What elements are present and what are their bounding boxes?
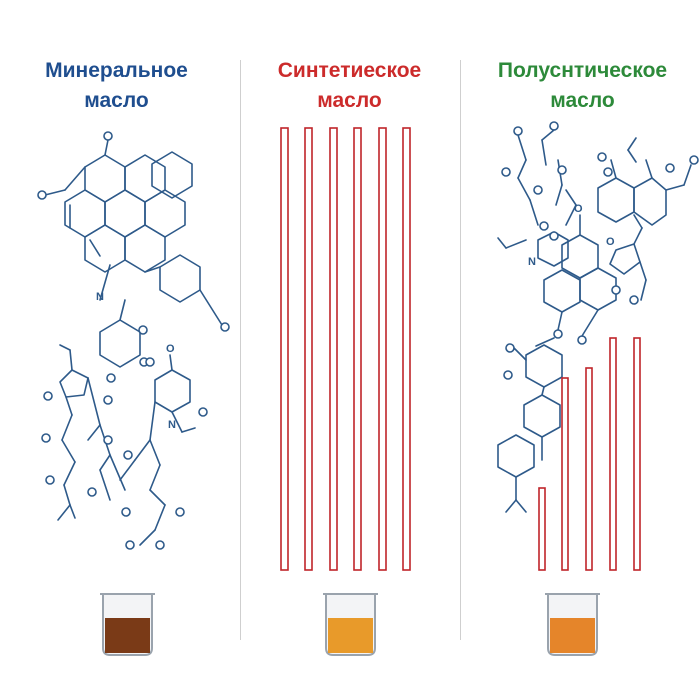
- beaker-synthetic: [323, 593, 378, 656]
- title-line1-mineral: Минеральное: [45, 59, 188, 82]
- mineral-molecule-icon: N O N: [37, 131, 230, 550]
- svg-text:N: N: [96, 291, 104, 303]
- svg-text:O: O: [574, 203, 583, 215]
- svg-text:O: O: [606, 236, 615, 248]
- panel-semi-synthetic-oil: Полуснтическое масло: [466, 0, 699, 700]
- beaker-icon: [100, 593, 155, 656]
- title-line1-synthetic: Синтетиеское: [277, 59, 422, 82]
- beaker-semi: [545, 593, 600, 656]
- divider-left: [240, 60, 241, 640]
- title-line2-semi: масло: [550, 89, 615, 112]
- title-line2-mineral: масло: [84, 89, 149, 112]
- title-line1-semi: Полуснтическое: [497, 59, 668, 82]
- divider-right: [460, 60, 461, 640]
- panel-title-synthetic: Синтетиеское масло: [233, 56, 466, 116]
- beaker-mineral: [100, 593, 155, 656]
- panel-mineral-oil: Минеральное масло N: [0, 0, 233, 700]
- synthetic-chains: [280, 127, 411, 571]
- semi-molecule-icon: O N O: [497, 121, 699, 513]
- beaker-icon: [545, 593, 600, 656]
- semi-chains: [538, 337, 641, 571]
- beaker-icon: [323, 593, 378, 656]
- svg-text:N: N: [528, 256, 536, 268]
- panel-title-mineral: Минеральное масло: [0, 56, 233, 116]
- svg-text:O: O: [166, 343, 175, 355]
- title-line2-synthetic: масло: [317, 89, 382, 112]
- panel-title-semi: Полуснтическое масло: [466, 56, 699, 116]
- linear-chain-icon: [280, 127, 411, 571]
- linear-chain-icon: [538, 337, 641, 571]
- svg-text:N: N: [168, 419, 176, 431]
- panel-synthetic-oil: Синтетиеское масло: [233, 0, 466, 700]
